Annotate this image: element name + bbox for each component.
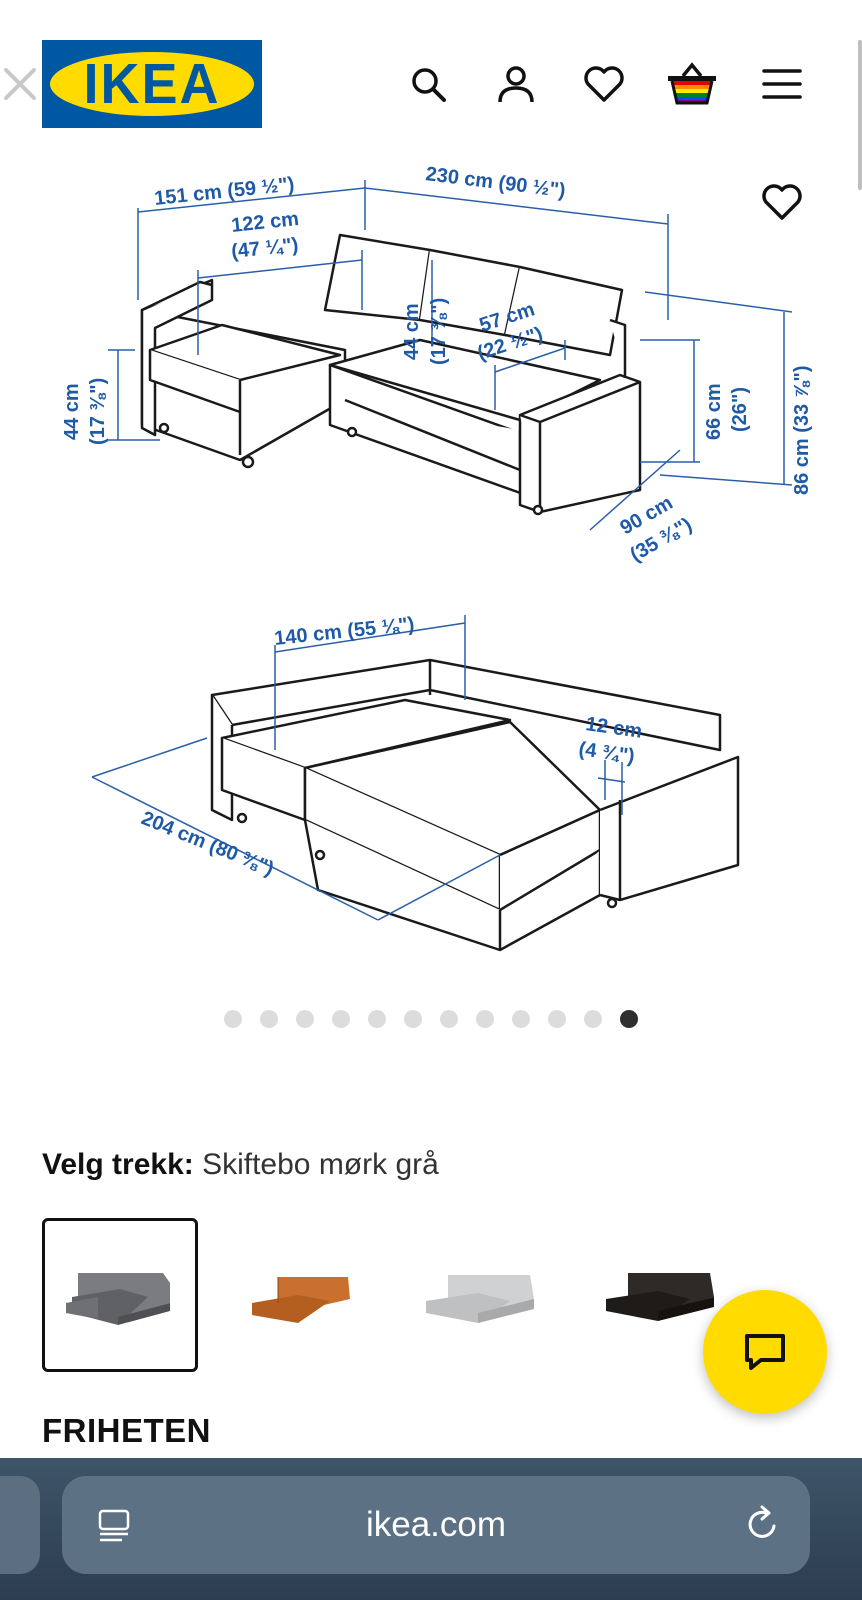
swatch-dark-grey[interactable] (42, 1218, 198, 1372)
dim-122: 122 cm (230, 208, 300, 237)
carousel-dot[interactable] (332, 1010, 350, 1028)
sofa-bed-drawing (210, 658, 740, 952)
carousel-dot[interactable] (512, 1010, 530, 1028)
reader-mode-icon[interactable] (94, 1506, 134, 1546)
carousel-dot[interactable] (584, 1010, 602, 1028)
reload-icon[interactable] (742, 1504, 782, 1544)
dim-44-seat-in: (17 ⅜") (87, 378, 109, 445)
logo-text: IKEA (83, 52, 221, 116)
dim-44-back-in: (17 ⅜") (428, 298, 450, 365)
carousel-dot[interactable] (476, 1010, 494, 1028)
dimension-lines-top (108, 180, 793, 531)
dim-122-in: (47 ¼") (230, 234, 299, 263)
selector-label: Velg trekk: (42, 1148, 194, 1181)
corner-sofa-drawing (140, 233, 642, 516)
dim-66: 66 cm (703, 383, 725, 440)
carousel-dot[interactable] (620, 1010, 638, 1028)
dim-140: 140 cm (55 ⅛") (273, 613, 415, 650)
carousel-dot[interactable] (368, 1010, 386, 1028)
dim-66-in: (26") (729, 387, 751, 432)
carousel-dot[interactable] (260, 1010, 278, 1028)
close-icon[interactable] (0, 60, 40, 104)
heart-icon[interactable] (576, 56, 632, 112)
product-name: FRIHETEN (42, 1412, 211, 1449)
address-bar[interactable]: ikea.com (62, 1476, 810, 1574)
dimension-lines-bottom (91, 615, 626, 921)
dim-86: 86 cm (33 ⅞") (791, 365, 813, 495)
logo-registered-mark: ® (239, 60, 248, 72)
scrollbar[interactable] (858, 40, 862, 190)
dim-12-in: (4 ¾") (577, 738, 636, 768)
dim-44-seat: 44 cm (61, 383, 83, 440)
dim-230: 230 cm (90 ½") (424, 163, 566, 202)
swatch-black[interactable] (582, 1218, 738, 1372)
carousel-dot[interactable] (440, 1010, 458, 1028)
previous-tab[interactable] (0, 1476, 40, 1574)
swatch-light-grey[interactable] (402, 1218, 558, 1372)
menu-icon[interactable] (754, 56, 810, 112)
carousel-dot[interactable] (224, 1010, 242, 1028)
cart-icon[interactable] (664, 56, 720, 112)
site-header: IKEA ® (0, 0, 862, 160)
selector-value: Skiftebo mørk grå (193, 1148, 439, 1181)
swatch-orange[interactable] (222, 1218, 378, 1372)
browser-toolbar: ikea.com (0, 1458, 862, 1600)
chat-bubble-icon (745, 1334, 785, 1370)
search-icon[interactable] (400, 56, 456, 112)
carousel-dots (0, 1010, 862, 1030)
user-icon[interactable] (488, 56, 544, 112)
product-dimension-image[interactable]: 151 cm (59 ½") 230 cm (90 ½") 122 cm (47… (0, 150, 862, 990)
dim-204: 204 cm (80 ⅜") (138, 807, 277, 880)
cover-selector-label: Velg trekk: Skiftebo mørk grå (42, 1148, 439, 1182)
dim-151: 151 cm (59 ½") (153, 173, 295, 210)
carousel-dot[interactable] (404, 1010, 422, 1028)
favorite-heart-icon[interactable] (754, 174, 810, 230)
carousel-dot[interactable] (296, 1010, 314, 1028)
ikea-logo[interactable]: IKEA ® (42, 40, 262, 128)
url-text: ikea.com (365, 1505, 507, 1544)
dim-44-back: 44 cm (401, 303, 423, 360)
logo-oval: IKEA (50, 52, 254, 116)
chat-button[interactable] (703, 1290, 827, 1414)
carousel-dot[interactable] (548, 1010, 566, 1028)
